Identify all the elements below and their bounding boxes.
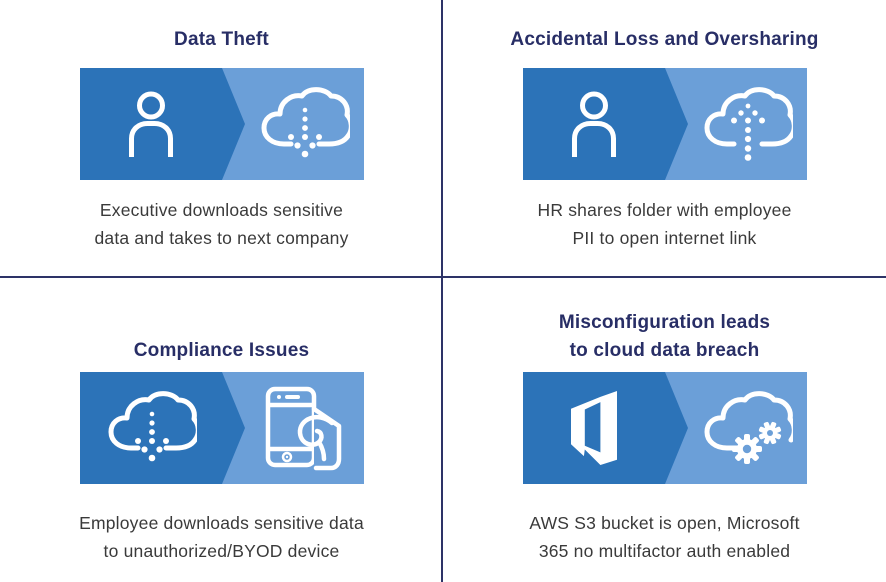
scenario-banner <box>522 372 807 484</box>
banner-left-panel <box>522 372 665 484</box>
title-line: Data Theft <box>174 29 269 50</box>
quadrant-title: Accidental Loss and Oversharing <box>510 26 818 54</box>
quadrant-caption: Employee downloads sensitive data to una… <box>79 509 364 565</box>
caption-line: Employee downloads sensitive data <box>79 513 364 533</box>
caption-line: Executive downloads sensitive <box>99 200 344 220</box>
scenario-banner <box>79 68 364 180</box>
banner-left-panel <box>79 372 222 484</box>
title-line: Misconfiguration leads <box>558 312 771 333</box>
cloud-download-icon <box>80 372 222 484</box>
caption-line: HR shares folder with employee <box>537 200 792 220</box>
caption-line: AWS S3 bucket is open, Microsoft <box>529 513 800 533</box>
caption-line: PII to open internet link <box>572 228 757 248</box>
title-line: to cloud data breach <box>569 340 760 361</box>
quadrant-title: Data Theft <box>174 26 269 54</box>
caption-line: data and takes to next company <box>94 228 349 248</box>
quadrant-compliance-issues: Compliance Issues <box>0 277 443 582</box>
smartphone-hand-icon <box>244 372 364 484</box>
title-line: Accidental Loss and Oversharing <box>510 29 819 50</box>
quadrant-title: Misconfiguration leads to cloud data bre… <box>559 307 770 365</box>
office-logo-icon <box>523 372 665 484</box>
caption-line: 365 no multifactor auth enabled <box>538 541 791 561</box>
right-arrow-shape <box>221 68 245 180</box>
right-arrow-shape <box>664 68 688 180</box>
gear-small <box>758 421 781 445</box>
gear-large <box>731 434 762 464</box>
cloud-upload-icon <box>687 68 807 180</box>
cloud-gears-icon <box>687 372 807 484</box>
quadrant-accidental-loss: Accidental Loss and Oversharing <box>443 0 886 276</box>
right-arrow-shape <box>221 372 245 484</box>
caption-line: to unauthorized/BYOD device <box>103 541 340 561</box>
quadrant-misconfiguration: Misconfiguration leads to cloud data bre… <box>443 277 886 582</box>
cloud-download-icon <box>244 68 364 180</box>
scenario-banner <box>522 68 807 180</box>
quadrant-title: Compliance Issues <box>134 307 310 365</box>
quadrant-caption: HR shares folder with employee PII to op… <box>537 196 791 252</box>
vertical-divider <box>441 0 443 582</box>
quadrant-caption: AWS S3 bucket is open, Microsoft 365 no … <box>529 509 799 565</box>
horizontal-divider <box>0 276 886 278</box>
quadrant-caption: Executive downloads sensitive data and t… <box>94 196 348 252</box>
quadrant-data-theft: Data Theft <box>0 0 443 276</box>
title-line: Compliance Issues <box>133 340 310 361</box>
person-icon <box>80 68 222 180</box>
scenario-banner <box>79 372 364 484</box>
person-icon <box>523 68 665 180</box>
right-arrow-shape <box>664 372 688 484</box>
